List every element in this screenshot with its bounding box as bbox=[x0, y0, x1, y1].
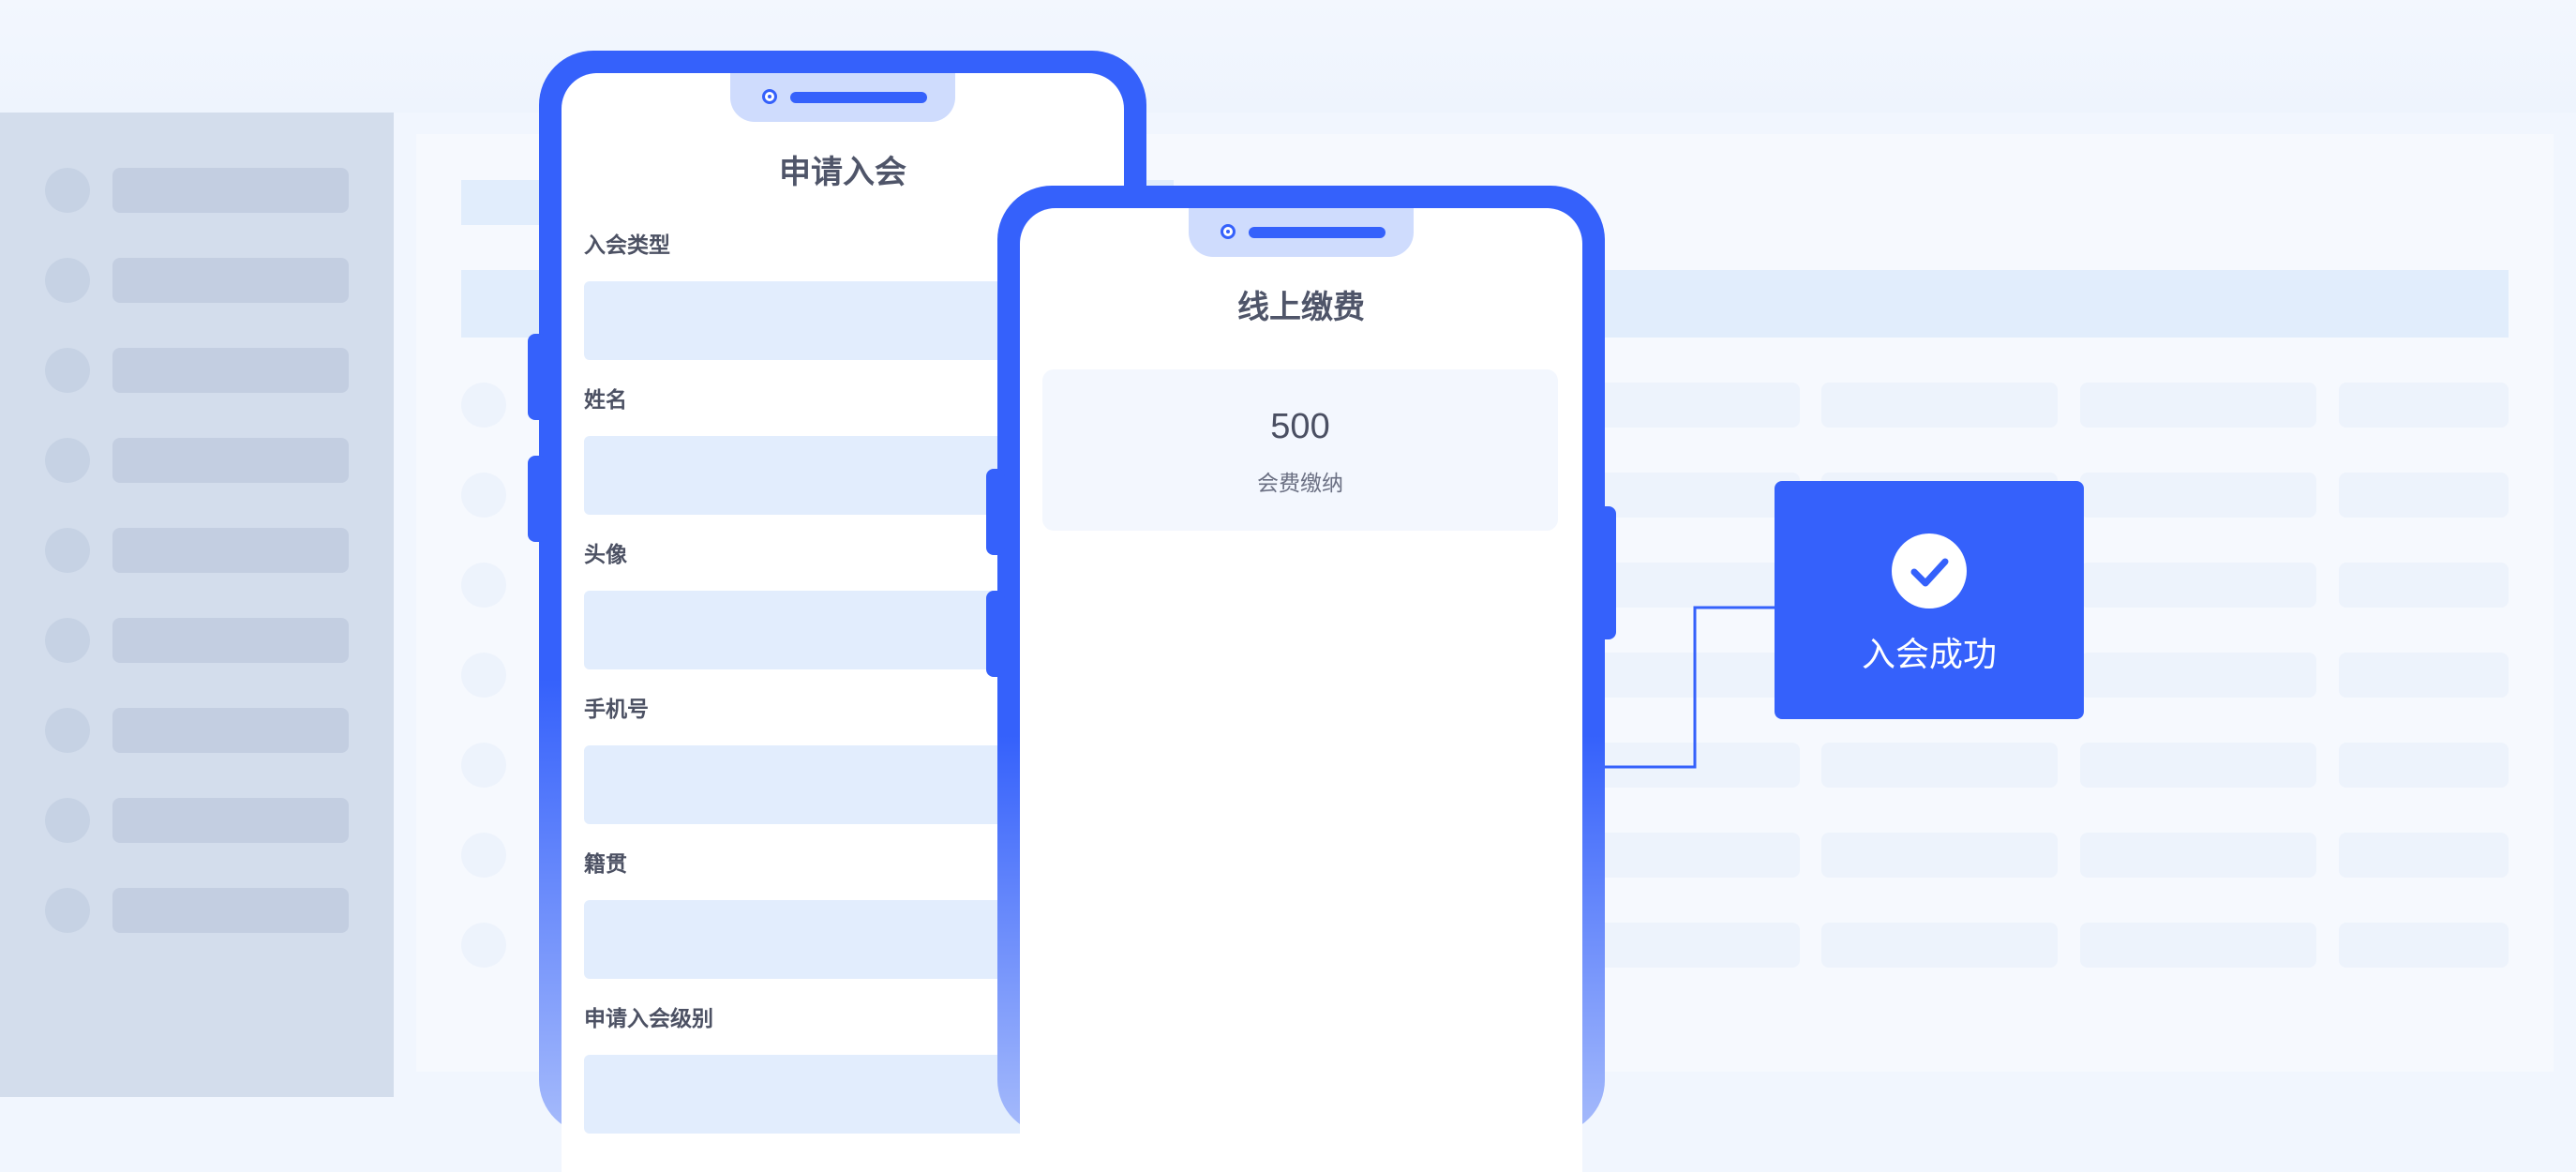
camera-icon bbox=[762, 89, 777, 104]
sidebar-placeholder-dot bbox=[45, 528, 90, 573]
table-cell-placeholder bbox=[2080, 473, 2316, 518]
phone-side-button bbox=[528, 334, 547, 420]
table-cell-placeholder bbox=[1821, 923, 2058, 968]
top-header-band bbox=[0, 0, 2576, 113]
sidebar-placeholder-dot bbox=[45, 798, 90, 843]
membership-fee-card: 500 会费缴纳 bbox=[1042, 369, 1558, 531]
sidebar-placeholder-bar bbox=[112, 528, 349, 573]
table-row-placeholder-dot bbox=[461, 833, 506, 878]
table-cell-placeholder bbox=[1594, 563, 1800, 608]
table-cell-placeholder bbox=[2080, 653, 2316, 698]
field-label-membership-type: 入会类型 bbox=[584, 233, 670, 257]
table-row-placeholder-dot bbox=[461, 383, 506, 428]
table-cell-placeholder bbox=[2339, 383, 2509, 428]
sidebar-placeholder-bar bbox=[112, 348, 349, 393]
table-cell-placeholder bbox=[1594, 743, 1800, 788]
sidebar-placeholder-dot bbox=[45, 888, 90, 933]
payment-page-title: 线上缴费 bbox=[1237, 290, 1365, 325]
speaker-grille bbox=[1249, 227, 1385, 238]
table-row-placeholder-dot bbox=[461, 653, 506, 698]
table-cell-placeholder bbox=[2080, 833, 2316, 878]
payment-phone-mockup: 线上缴费 500 会费缴纳 bbox=[986, 186, 1616, 1172]
field-label-hometown: 籍贯 bbox=[584, 851, 627, 876]
table-row-placeholder-dot bbox=[461, 743, 506, 788]
table-row-placeholder-dot bbox=[461, 923, 506, 968]
table-cell-placeholder bbox=[1594, 923, 1800, 968]
sidebar-placeholder-bar bbox=[112, 888, 349, 933]
table-cell-placeholder bbox=[1594, 383, 1800, 428]
table-cell-placeholder bbox=[2080, 563, 2316, 608]
field-label-membership-level: 申请入会级别 bbox=[584, 1006, 713, 1030]
table-row-placeholder-dot bbox=[461, 473, 506, 518]
table-cell-placeholder bbox=[2339, 743, 2509, 788]
sidebar-placeholder-dot bbox=[45, 168, 90, 213]
table-cell-placeholder bbox=[1594, 833, 1800, 878]
sidebar-placeholder-bar bbox=[112, 258, 349, 303]
payment-phone-screen: 线上缴费 500 会费缴纳 bbox=[1020, 208, 1582, 1172]
sidebar-placeholder-bar bbox=[112, 438, 349, 483]
table-cell-placeholder bbox=[2080, 743, 2316, 788]
fee-caption: 会费缴纳 bbox=[1257, 471, 1343, 495]
sidebar-placeholder-dot bbox=[45, 258, 90, 303]
membership-success-card: 入会成功 bbox=[1775, 481, 2084, 719]
table-cell-placeholder bbox=[2080, 383, 2316, 428]
field-label-avatar: 头像 bbox=[584, 542, 627, 566]
field-label-name: 姓名 bbox=[584, 387, 627, 412]
fee-amount: 500 bbox=[1270, 407, 1330, 446]
sidebar-placeholder-bar bbox=[112, 798, 349, 843]
field-label-phone: 手机号 bbox=[584, 697, 649, 721]
phone-notch bbox=[1189, 208, 1414, 257]
sidebar-placeholder-dot bbox=[45, 348, 90, 393]
phone-side-button bbox=[986, 591, 1005, 677]
check-icon bbox=[1892, 533, 1967, 609]
table-cell-placeholder bbox=[1594, 653, 1800, 698]
table-cell-placeholder bbox=[1594, 473, 1800, 518]
success-message: 入会成功 bbox=[1861, 635, 1997, 673]
table-cell-placeholder bbox=[1821, 833, 2058, 878]
sidebar-placeholder-dot bbox=[45, 618, 90, 663]
table-cell-placeholder bbox=[1821, 383, 2058, 428]
phone-notch bbox=[730, 73, 955, 122]
sidebar-placeholder-dot bbox=[45, 708, 90, 753]
flow-connector-line bbox=[1584, 606, 1775, 769]
sidebar-placeholder-dot bbox=[45, 438, 90, 483]
sidebar-placeholder-bar bbox=[112, 618, 349, 663]
table-cell-placeholder bbox=[2339, 653, 2509, 698]
speaker-grille bbox=[790, 92, 927, 103]
apply-page-title: 申请入会 bbox=[779, 155, 906, 190]
sidebar-placeholder-bar bbox=[112, 168, 349, 213]
table-row-placeholder-dot bbox=[461, 563, 506, 608]
table-cell-placeholder bbox=[2339, 473, 2509, 518]
phone-side-button bbox=[1597, 506, 1616, 639]
table-cell-placeholder bbox=[2339, 923, 2509, 968]
phone-side-button bbox=[986, 469, 1005, 555]
phone-side-button bbox=[528, 456, 547, 542]
table-cell-placeholder bbox=[2339, 833, 2509, 878]
sidebar-placeholder-bar bbox=[112, 708, 349, 753]
table-cell-placeholder bbox=[2080, 923, 2316, 968]
table-cell-placeholder bbox=[2339, 563, 2509, 608]
table-cell-placeholder bbox=[1821, 743, 2058, 788]
camera-icon bbox=[1221, 224, 1236, 239]
